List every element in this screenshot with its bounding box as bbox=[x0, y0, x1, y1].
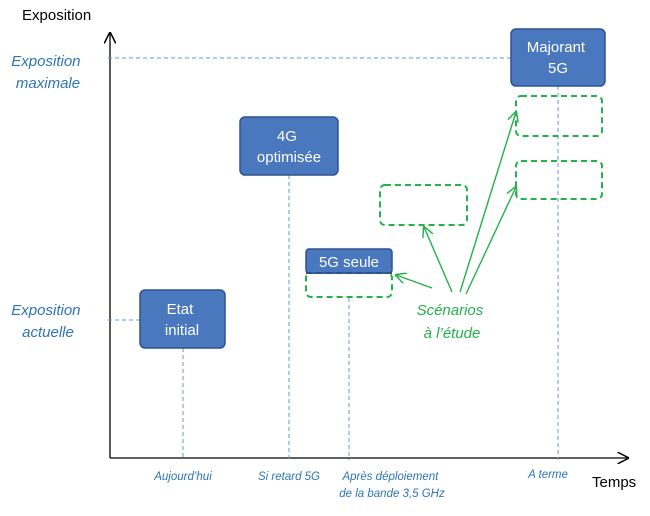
scenario-box-mid bbox=[379, 184, 468, 226]
y-axis-title: Exposition bbox=[22, 7, 91, 24]
svg-text:5G seule: 5G seule bbox=[319, 254, 379, 271]
box-5g-seule: 5G seule bbox=[305, 248, 393, 298]
scenario-box-lower bbox=[515, 160, 603, 200]
svg-text:4G optimisée: 4G optimisée bbox=[257, 128, 321, 166]
scenarios-label: Scénarios à l’étude bbox=[417, 302, 488, 342]
svg-text:Majorant 5G: Majorant 5G bbox=[527, 39, 590, 77]
scenario-box-top bbox=[515, 95, 603, 137]
box-majorant-5g: Majorant 5G bbox=[510, 28, 606, 87]
box-etat-initial: Etat initial bbox=[139, 289, 226, 349]
x-axis-title: Temps bbox=[592, 474, 636, 491]
x-label-after: Après déploiement de la bande 3,5 GHz bbox=[339, 471, 445, 500]
x-label-today: Aujourd’hui bbox=[153, 471, 212, 483]
box-4g-optimisee: 4G optimisée bbox=[239, 116, 339, 176]
x-label-term: A terme bbox=[527, 469, 568, 481]
scenario-arrows bbox=[396, 112, 516, 295]
x-label-delay: Si retard 5G bbox=[258, 471, 320, 483]
svg-text:Etat initial: Etat initial bbox=[165, 301, 199, 339]
current-exposure-label: Exposition actuelle bbox=[11, 302, 84, 341]
max-exposure-label: Exposition maximale bbox=[11, 53, 84, 92]
